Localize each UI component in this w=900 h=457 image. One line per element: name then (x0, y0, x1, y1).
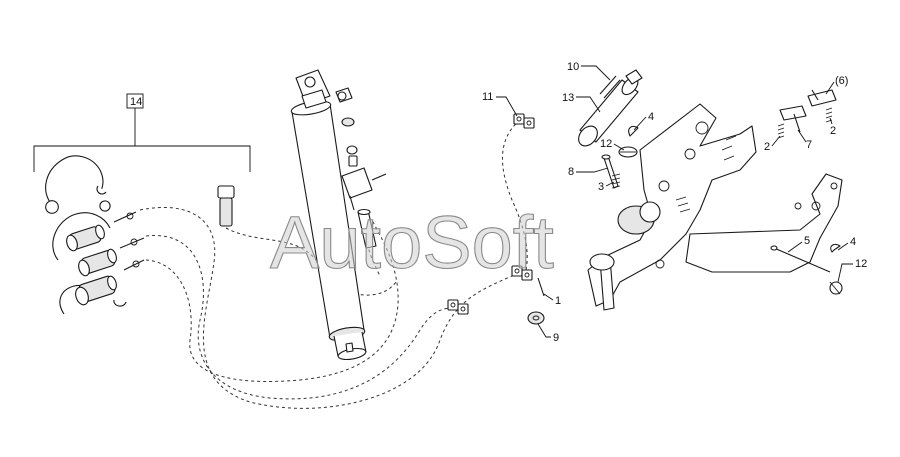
callout-3: 3 (598, 181, 604, 193)
adapter-fittings (113, 211, 145, 271)
callout-8: 8 (568, 166, 574, 178)
callout-10: 10 (567, 61, 579, 73)
quick-coupler-upper (66, 224, 105, 252)
callout-7: 7 (806, 139, 812, 151)
callout-4-lower: 4 (850, 236, 856, 248)
lynch-pin-12-lower (829, 281, 843, 295)
callout-9: 9 (553, 332, 559, 344)
dust-cap-upper (45, 155, 107, 214)
callouts: 14 11 10 13 4 12 8 3 (6) 2 2 7 5 4 12 1 … (130, 61, 867, 344)
spring-2-right (825, 107, 833, 123)
pin-7 (779, 105, 807, 133)
pin-5 (770, 245, 831, 273)
bolt-1 (537, 277, 545, 297)
spring-2-left (777, 123, 785, 139)
callout-11: 11 (482, 91, 493, 103)
quick-coupler-middle (78, 248, 117, 277)
group-14-bracket (33, 93, 251, 172)
callout-13: 13 (562, 92, 574, 104)
washer-9 (527, 311, 545, 325)
hose-clamp-lower (447, 299, 469, 315)
callout-12-lower: 12 (855, 258, 867, 270)
loader-frame (587, 103, 843, 311)
callout-14: 14 (130, 96, 142, 108)
lift-cylinder (290, 100, 367, 361)
hose-fitting-single (217, 185, 235, 227)
rod-extension (357, 208, 377, 249)
watermark: AutoSoft (270, 201, 554, 284)
hose-fittings-stack (335, 87, 387, 211)
clip-4-lower (830, 243, 841, 253)
callout-1: 1 (555, 295, 561, 307)
quick-coupler-lower (75, 275, 117, 306)
pin-6 (807, 89, 837, 107)
cylinder-clevis (295, 69, 331, 109)
spring-3 (611, 173, 621, 189)
callout-5: 5 (804, 235, 810, 247)
callout-2-left: 2 (764, 141, 770, 153)
hose-clamp-upper (513, 113, 535, 129)
callout-4-upper: 4 (648, 111, 654, 123)
pin-8 (601, 154, 619, 189)
small-cylinder (578, 69, 643, 147)
clip-4-upper (628, 125, 639, 137)
hose-clamp-middle (511, 265, 533, 281)
callout-2-right: 2 (830, 125, 836, 137)
callout-12-upper: 12 (600, 138, 612, 150)
callout-6: (6) (835, 75, 848, 87)
